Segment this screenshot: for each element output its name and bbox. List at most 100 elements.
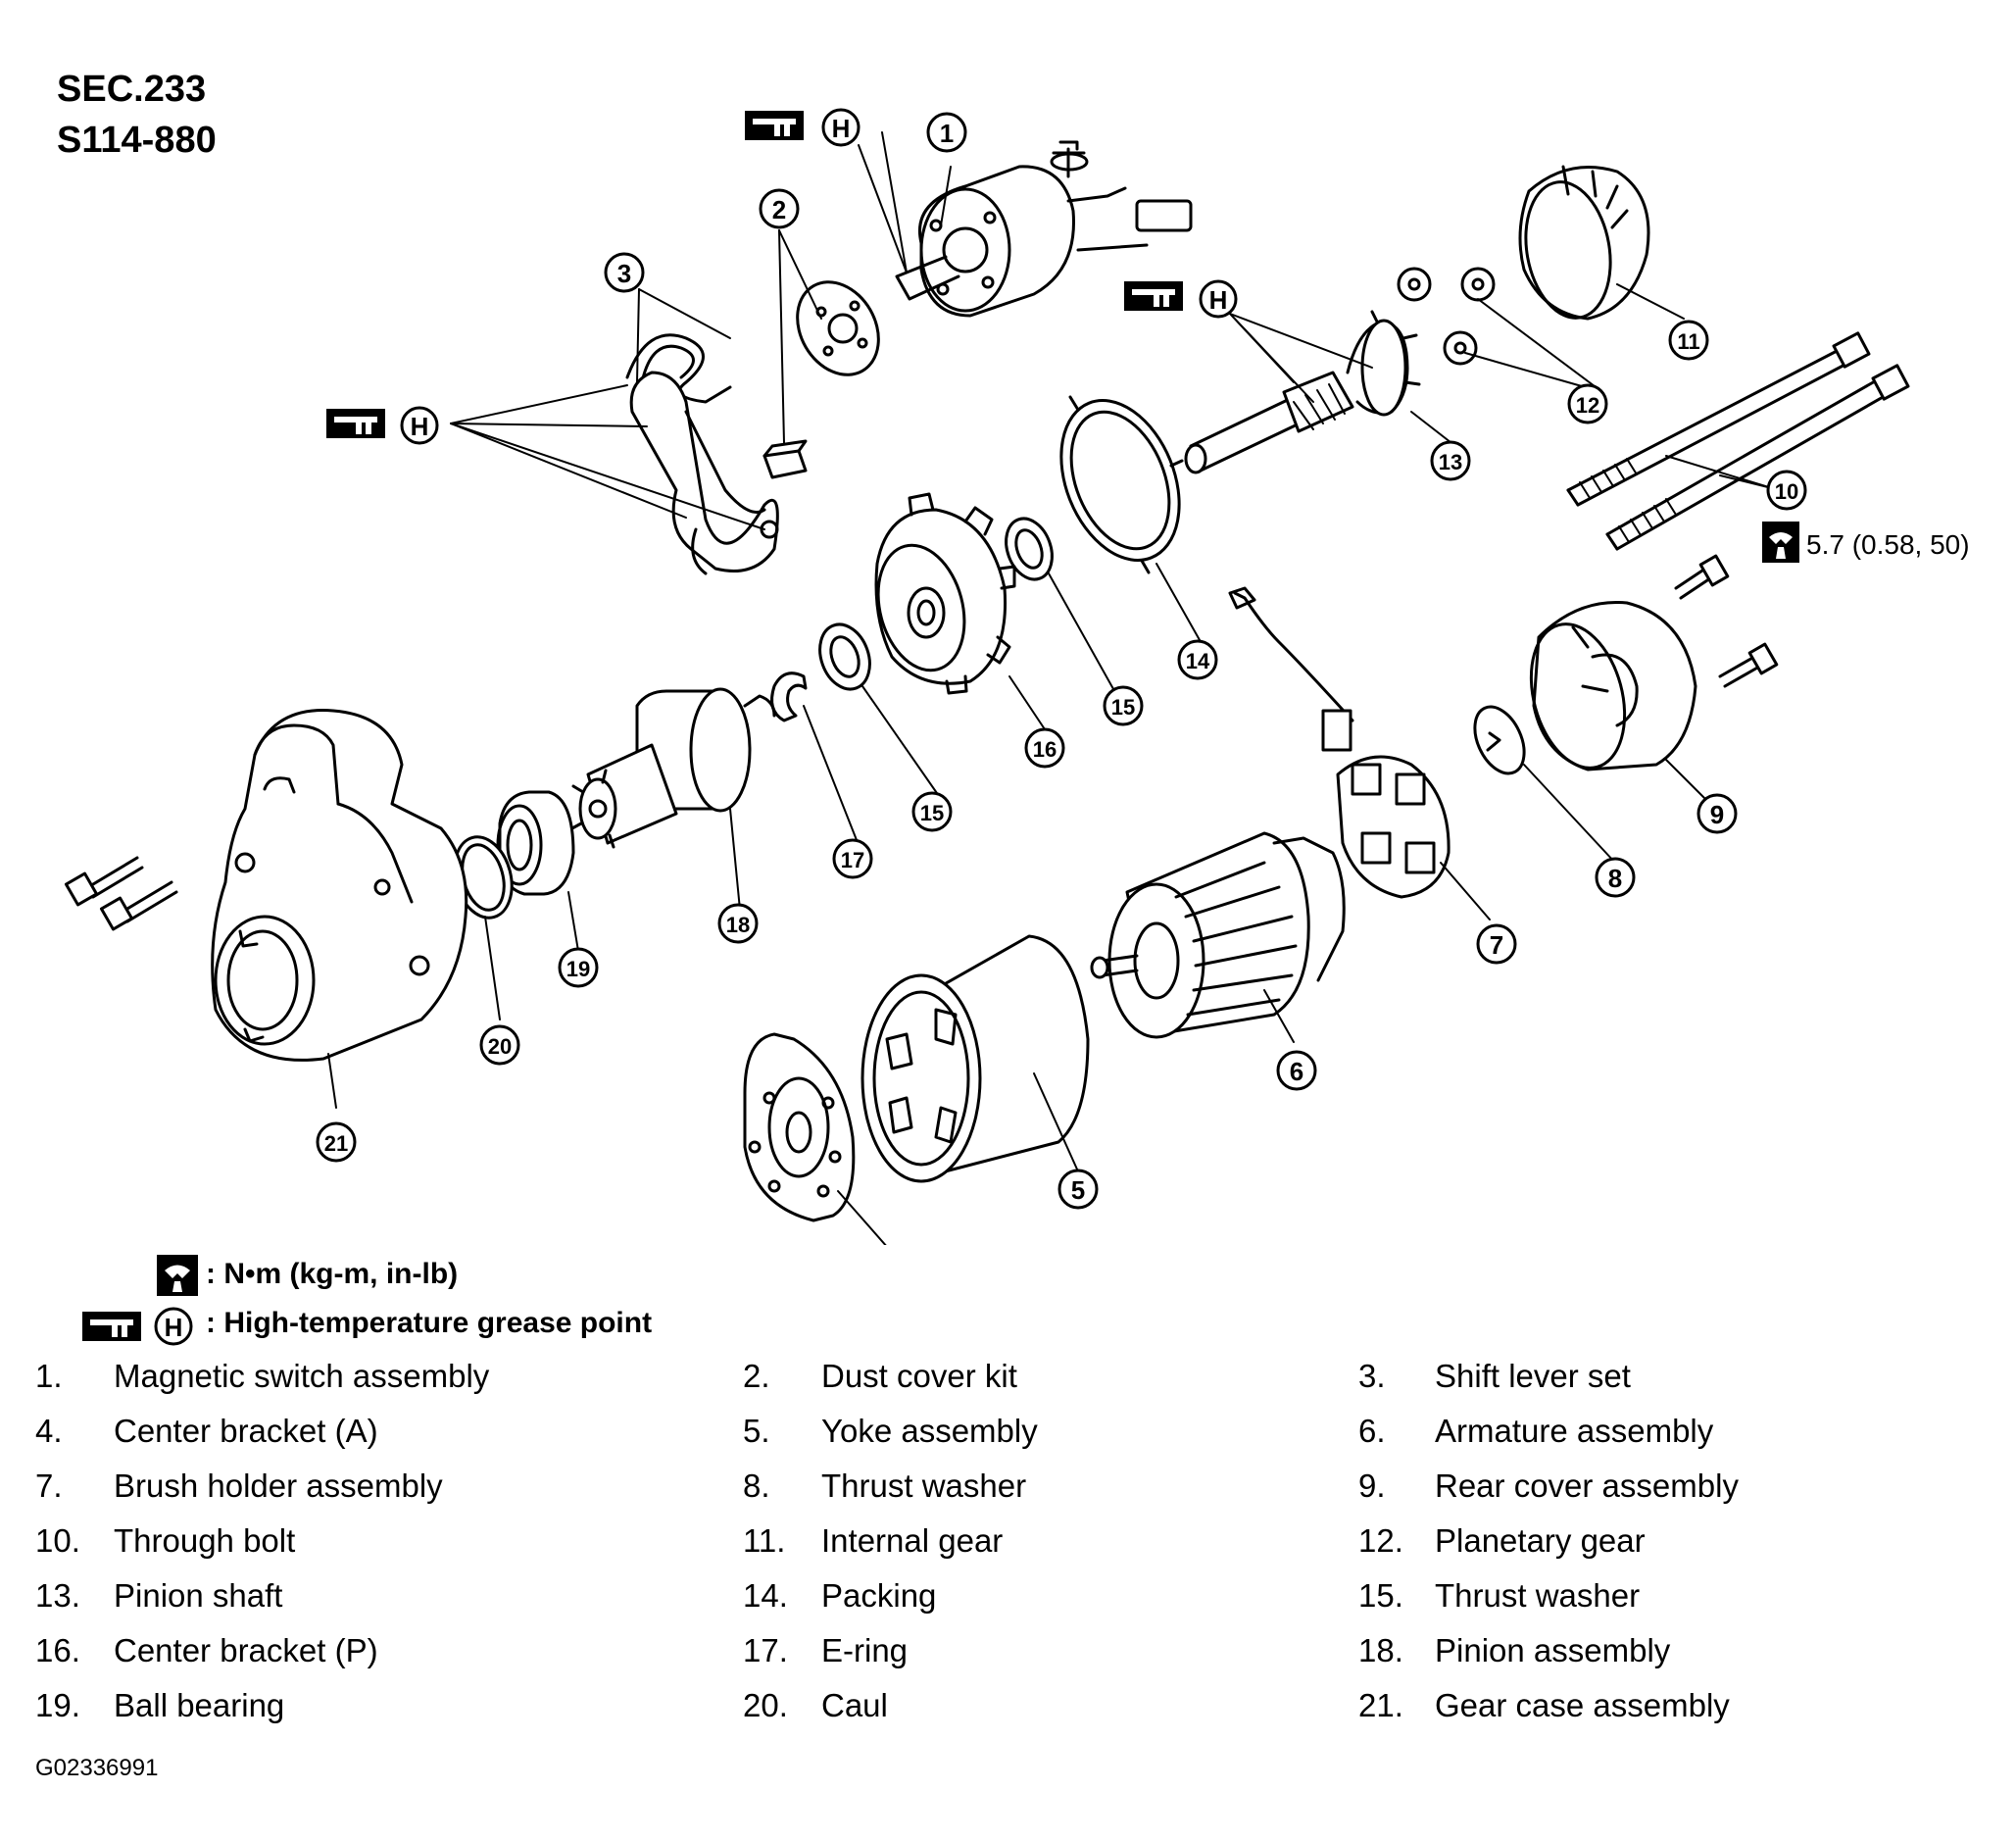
callout-8: 8 (1595, 857, 1636, 898)
part-number: 21. (1358, 1687, 1403, 1723)
part-number: 14. (743, 1577, 788, 1614)
thrust-washer-lower-part (818, 622, 871, 691)
rear-cover-part (1529, 600, 1697, 771)
parts-row: 13. Pinion shaft 14. Packing 15. Thrust … (35, 1577, 1986, 1626)
callout-21: 21 (316, 1121, 357, 1163)
svg-text:15: 15 (1111, 695, 1135, 720)
part-name: Caul (821, 1687, 888, 1723)
part-name: Shift lever set (1435, 1358, 1631, 1394)
torque-spec: 5.7 (0.58, 50) (1762, 522, 1970, 563)
pinion-shaft-part (1184, 310, 1421, 474)
callout-15-lower: 15 (911, 791, 953, 832)
packing-part (1059, 395, 1184, 574)
part-number: 17. (743, 1632, 788, 1668)
callout-16: 16 (1024, 727, 1065, 769)
rear-cover-screws (1674, 554, 1779, 688)
svg-text:19: 19 (566, 957, 590, 981)
grease-marker-3: H (326, 406, 439, 445)
part-number: 9. (1358, 1468, 1386, 1504)
part-number: 10. (35, 1522, 80, 1559)
leader-lines (327, 131, 1773, 1245)
e-ring-part (770, 672, 808, 722)
svg-text:2: 2 (772, 195, 786, 224)
part-number: 2. (743, 1358, 770, 1394)
center-bracket-a-part (743, 1032, 856, 1222)
callout-14: 14 (1177, 639, 1218, 680)
svg-text:1: 1 (940, 119, 954, 148)
svg-text:16: 16 (1033, 737, 1057, 762)
callout-19: 19 (558, 947, 599, 988)
callout-5: 5 (1057, 1169, 1099, 1210)
callout-6: 6 (1276, 1050, 1317, 1091)
part-name: Center bracket (P) (114, 1632, 378, 1668)
callout-15-upper: 15 (1103, 685, 1144, 726)
torque-legend-text: : N•m (kg-m, in-lb) (206, 1258, 459, 1290)
svg-text:14: 14 (1186, 649, 1210, 673)
part-name: Thrust washer (821, 1468, 1027, 1504)
part-number: 19. (35, 1687, 80, 1723)
parts-row: 10. Through bolt 11. Internal gear 12. P… (35, 1522, 1986, 1571)
part-name: Pinion assembly (1435, 1632, 1671, 1668)
torque-value: 5.7 (0.58, 50) (1806, 529, 1970, 560)
parts-row: 1. Magnetic switch assembly 2. Dust cove… (35, 1358, 1986, 1407)
part-name: Magnetic switch assembly (114, 1358, 490, 1394)
grease-legend-icon: H (82, 1307, 193, 1346)
svg-text:H: H (165, 1313, 183, 1342)
gear-case-bolts (64, 856, 178, 931)
callout-10: 10 (1766, 470, 1807, 511)
figure-id: G02336991 (35, 1755, 159, 1781)
part-name: Planetary gear (1435, 1522, 1646, 1559)
part-number: 13. (35, 1577, 80, 1614)
torque-legend-icon (157, 1255, 198, 1296)
part-number: 18. (1358, 1632, 1403, 1668)
parts-row: 19. Ball bearing 20. Caul 21. Gear case … (35, 1687, 1986, 1736)
svg-text:15: 15 (920, 801, 944, 825)
part-name: Packing (821, 1577, 937, 1614)
exploded-starter-diagram: H H H 5.7 (0.58, 50) 1 2 3 4 5 6 7 8 9 1… (64, 108, 1970, 1245)
part-name: Gear case assembly (1435, 1687, 1730, 1723)
svg-text:12: 12 (1576, 393, 1599, 418)
magnetic-switch-part (895, 140, 1193, 318)
part-name: Brush holder assembly (114, 1468, 443, 1504)
part-name: Dust cover kit (821, 1358, 1017, 1394)
callout-17: 17 (832, 838, 873, 879)
part-number: 20. (743, 1687, 788, 1723)
part-number: 15. (1358, 1577, 1403, 1614)
svg-text:H: H (411, 412, 429, 441)
parts-row: 4. Center bracket (A) 5. Yoke assembly 6… (35, 1413, 1986, 1462)
part-number: 7. (35, 1468, 63, 1504)
svg-text:7: 7 (1490, 930, 1503, 960)
grease-legend-text: : High-temperature grease point (206, 1307, 653, 1339)
svg-text:8: 8 (1608, 864, 1622, 893)
callout-18: 18 (717, 903, 759, 944)
armature-assembly-part (1090, 831, 1346, 1039)
grease-marker-2: H (1124, 279, 1238, 319)
thrust-washer-upper-part (1005, 517, 1054, 581)
part-number: 6. (1358, 1413, 1386, 1449)
part-name: Center bracket (A) (114, 1413, 378, 1449)
part-number: 1. (35, 1358, 63, 1394)
svg-text:6: 6 (1290, 1057, 1303, 1086)
through-bolt-part (1566, 331, 1910, 551)
svg-text:10: 10 (1775, 479, 1798, 504)
part-name: Internal gear (821, 1522, 1004, 1559)
part-name: Armature assembly (1435, 1413, 1714, 1449)
callout-3: 3 (604, 252, 645, 293)
svg-text:21: 21 (324, 1131, 348, 1156)
parts-row: 7. Brush holder assembly 8. Thrust washe… (35, 1468, 1986, 1517)
svg-text:9: 9 (1710, 800, 1724, 829)
callout-13: 13 (1430, 440, 1471, 481)
callout-12: 12 (1567, 383, 1608, 424)
part-number: 5. (743, 1413, 770, 1449)
callout-11: 11 (1668, 320, 1709, 361)
part-number: 4. (35, 1413, 63, 1449)
part-name: Rear cover assembly (1435, 1468, 1739, 1504)
part-name: Pinion shaft (114, 1577, 283, 1614)
gear-case-part (211, 709, 468, 1062)
callout-1: 1 (926, 112, 967, 153)
part-number: 12. (1358, 1522, 1403, 1559)
thrust-washer-rear-part (1473, 705, 1526, 775)
callout-7: 7 (1476, 923, 1517, 965)
part-number: 3. (1358, 1358, 1386, 1394)
part-number: 8. (743, 1468, 770, 1504)
